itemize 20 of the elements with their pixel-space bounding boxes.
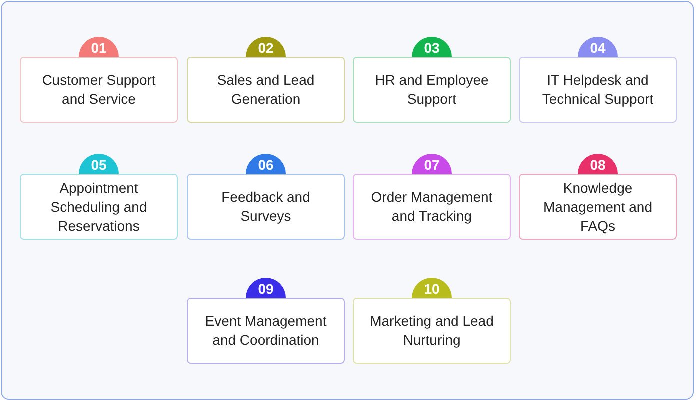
service-card [519, 57, 677, 123]
card-title: Marketing and Lead Nurturing [369, 312, 495, 350]
service-card [20, 57, 178, 123]
card-title: Order Management and Tracking [370, 188, 494, 226]
service-card [187, 174, 345, 240]
card-title: Event Management and Coordination [204, 312, 328, 350]
card-title: Customer Support and Service [41, 71, 157, 109]
service-card [519, 174, 677, 240]
card-title: Appointment Scheduling and Reservations [50, 178, 148, 236]
service-card [187, 57, 345, 123]
service-card [353, 174, 511, 240]
card-title: Knowledge Management and FAQs [542, 178, 654, 236]
card-title: Feedback and Surveys [220, 188, 312, 226]
service-card [187, 298, 345, 364]
service-card [353, 298, 511, 364]
card-title: IT Helpdesk and Technical Support [541, 71, 655, 109]
service-card [20, 174, 178, 240]
card-title: Sales and Lead Generation [216, 71, 316, 109]
service-card [353, 57, 511, 123]
card-title: HR and Employee Support [374, 71, 490, 109]
